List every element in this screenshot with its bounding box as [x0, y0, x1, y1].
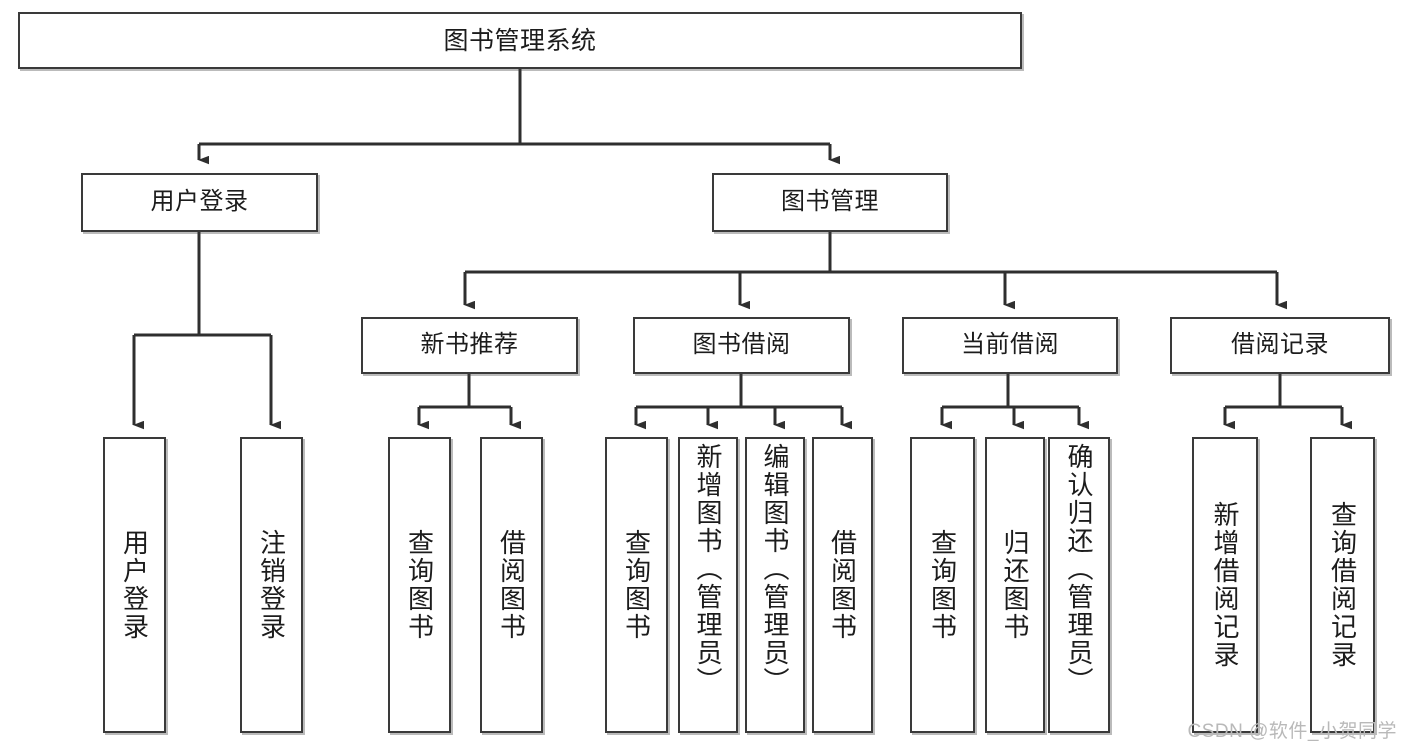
leaf-confirm-return-admin[interactable]: 确认归还（管理员）	[1048, 437, 1110, 733]
leaf-query-book-newbook[interactable]: 查询图书	[388, 437, 451, 733]
leaf-borrow-book-newbook[interactable]: 借阅图书	[480, 437, 543, 733]
leaf-query-book-newbook-label: 查询图书	[404, 529, 435, 641]
leaf-user-login-label: 用户登录	[119, 529, 150, 641]
node-new-book-recommend-label: 新书推荐	[420, 331, 519, 359]
leaf-confirm-return-admin-label: 确认归还（管理员）	[1064, 443, 1094, 695]
leaf-borrow-book-label: 借阅图书	[827, 529, 858, 641]
leaf-borrow-book[interactable]: 借阅图书	[812, 437, 873, 733]
csdn-watermark: CSDN @软件_小贺同学	[1187, 721, 1397, 742]
node-new-book-recommend[interactable]: 新书推荐	[361, 317, 578, 374]
leaf-return-book[interactable]: 归还图书	[985, 437, 1045, 733]
leaf-logout[interactable]: 注销登录	[240, 437, 303, 733]
leaf-borrow-book-newbook-label: 借阅图书	[496, 529, 527, 641]
leaf-query-borrow-record[interactable]: 查询借阅记录	[1310, 437, 1375, 733]
leaf-edit-book-admin-label: 编辑图书（管理员）	[760, 443, 790, 695]
leaf-query-book-borrow-label: 查询图书	[621, 529, 652, 641]
leaf-add-book-admin[interactable]: 新增图书（管理员）	[678, 437, 738, 733]
node-book-management-label: 图书管理	[781, 188, 879, 216]
leaf-add-borrow-record[interactable]: 新增借阅记录	[1192, 437, 1258, 733]
leaf-edit-book-admin[interactable]: 编辑图书（管理员）	[745, 437, 805, 733]
leaf-add-book-admin-label: 新增图书（管理员）	[693, 443, 723, 695]
leaf-query-book-current[interactable]: 查询图书	[910, 437, 975, 733]
leaf-user-login[interactable]: 用户登录	[103, 437, 166, 733]
node-borrow-record-label: 借阅记录	[1231, 331, 1329, 359]
node-root-label: 图书管理系统	[443, 26, 597, 55]
leaf-return-book-label: 归还图书	[1000, 529, 1030, 641]
leaf-query-book-current-label: 查询图书	[927, 529, 958, 641]
node-current-borrow[interactable]: 当前借阅	[902, 317, 1118, 374]
node-borrow-record[interactable]: 借阅记录	[1170, 317, 1390, 374]
node-root[interactable]: 图书管理系统	[18, 12, 1022, 69]
node-book-borrow[interactable]: 图书借阅	[633, 317, 850, 374]
leaf-query-borrow-record-label: 查询借阅记录	[1327, 501, 1358, 669]
leaf-add-borrow-record-label: 新增借阅记录	[1210, 501, 1240, 669]
node-book-borrow-label: 图书借阅	[692, 331, 791, 359]
node-book-management[interactable]: 图书管理	[712, 173, 948, 232]
node-current-borrow-label: 当前借阅	[961, 331, 1059, 359]
node-user-login-label: 用户登录	[150, 188, 249, 216]
leaf-query-book-borrow[interactable]: 查询图书	[605, 437, 668, 733]
leaf-logout-label: 注销登录	[256, 529, 287, 641]
node-user-login[interactable]: 用户登录	[81, 173, 318, 232]
